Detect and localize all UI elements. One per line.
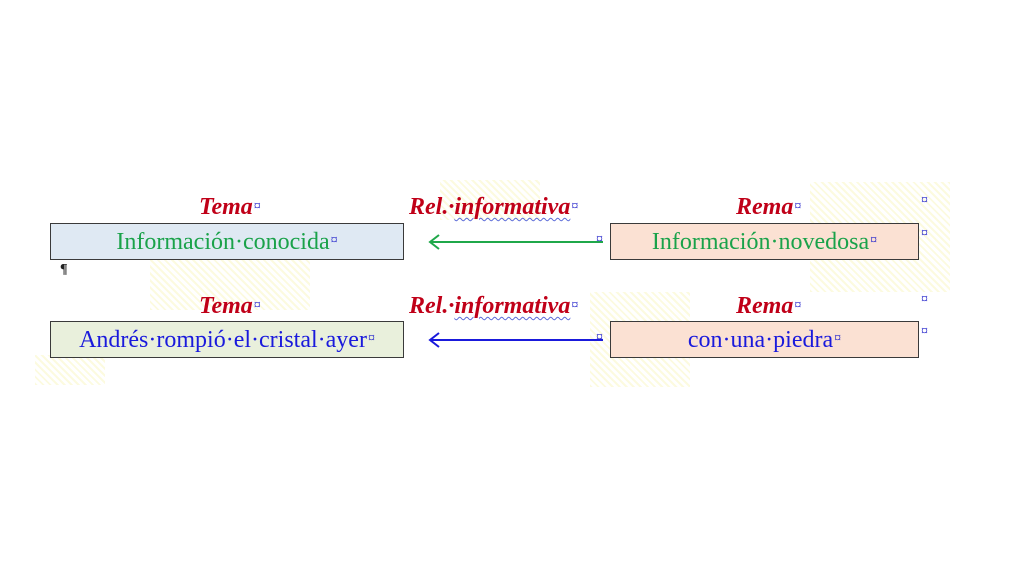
cell-end-mark: ¤ xyxy=(794,199,802,214)
highlight-artifact xyxy=(35,355,105,385)
rema-box: Información·novedosa¤ xyxy=(610,223,919,260)
cell-end-mark: ¤ xyxy=(596,232,603,247)
tema-label: Tema¤ xyxy=(199,193,261,221)
rema-label-text: Rema xyxy=(736,293,794,319)
tema-text: Andrés·rompió·el·cristal·ayer xyxy=(79,327,367,353)
rema-text: Información·novedosa xyxy=(651,229,870,255)
tema-label-text: Tema xyxy=(199,293,253,319)
row-end-mark: ¤ xyxy=(921,226,928,241)
row-end-mark: ¤ xyxy=(921,324,928,339)
highlight-artifact xyxy=(150,250,310,310)
rema-box: con·una·piedra¤ xyxy=(610,321,919,358)
cell-end-mark: ¤ xyxy=(253,199,261,214)
rel-label-prefix: Rel.· xyxy=(409,293,455,319)
cell-end-mark: ¤ xyxy=(367,331,375,346)
rema-text: con·una·piedra xyxy=(687,327,834,353)
cell-end-mark: ¤ xyxy=(571,298,579,313)
cell-end-mark: ¤ xyxy=(571,199,579,214)
rema-label-text: Rema xyxy=(736,194,794,220)
rel-label-word: informativa xyxy=(454,293,571,319)
rel-informativa-label: Rel.·informativa¤ xyxy=(409,193,578,221)
rema-label: Rema¤ xyxy=(736,292,801,320)
cell-end-mark: ¤ xyxy=(596,330,603,345)
row-end-mark: ¤ xyxy=(921,292,928,307)
row-end-mark: ¤ xyxy=(921,193,928,208)
cell-end-mark: ¤ xyxy=(253,298,261,313)
rema-label: Rema¤ xyxy=(736,193,801,221)
arrow-left-icon xyxy=(428,332,603,348)
rel-label-prefix: Rel.· xyxy=(409,194,455,220)
arrow-left-icon xyxy=(428,234,603,250)
tema-text: Información·conocida xyxy=(116,229,330,255)
cell-end-mark: ¤ xyxy=(870,233,878,248)
rel-label-word: informativa xyxy=(454,194,571,220)
cell-end-mark: ¤ xyxy=(834,331,842,346)
cell-end-mark: ¤ xyxy=(794,298,802,313)
cell-end-mark: ¤ xyxy=(330,233,338,248)
highlight-artifact xyxy=(440,180,540,220)
tema-label-text: Tema xyxy=(199,194,253,220)
rel-informativa-label: Rel.·informativa¤ xyxy=(409,292,578,320)
tema-box: Andrés·rompió·el·cristal·ayer¤ xyxy=(50,321,404,358)
tema-label: Tema¤ xyxy=(199,292,261,320)
tema-box: Información·conocida¤ xyxy=(50,223,404,260)
paragraph-mark: ¶ xyxy=(60,262,68,277)
